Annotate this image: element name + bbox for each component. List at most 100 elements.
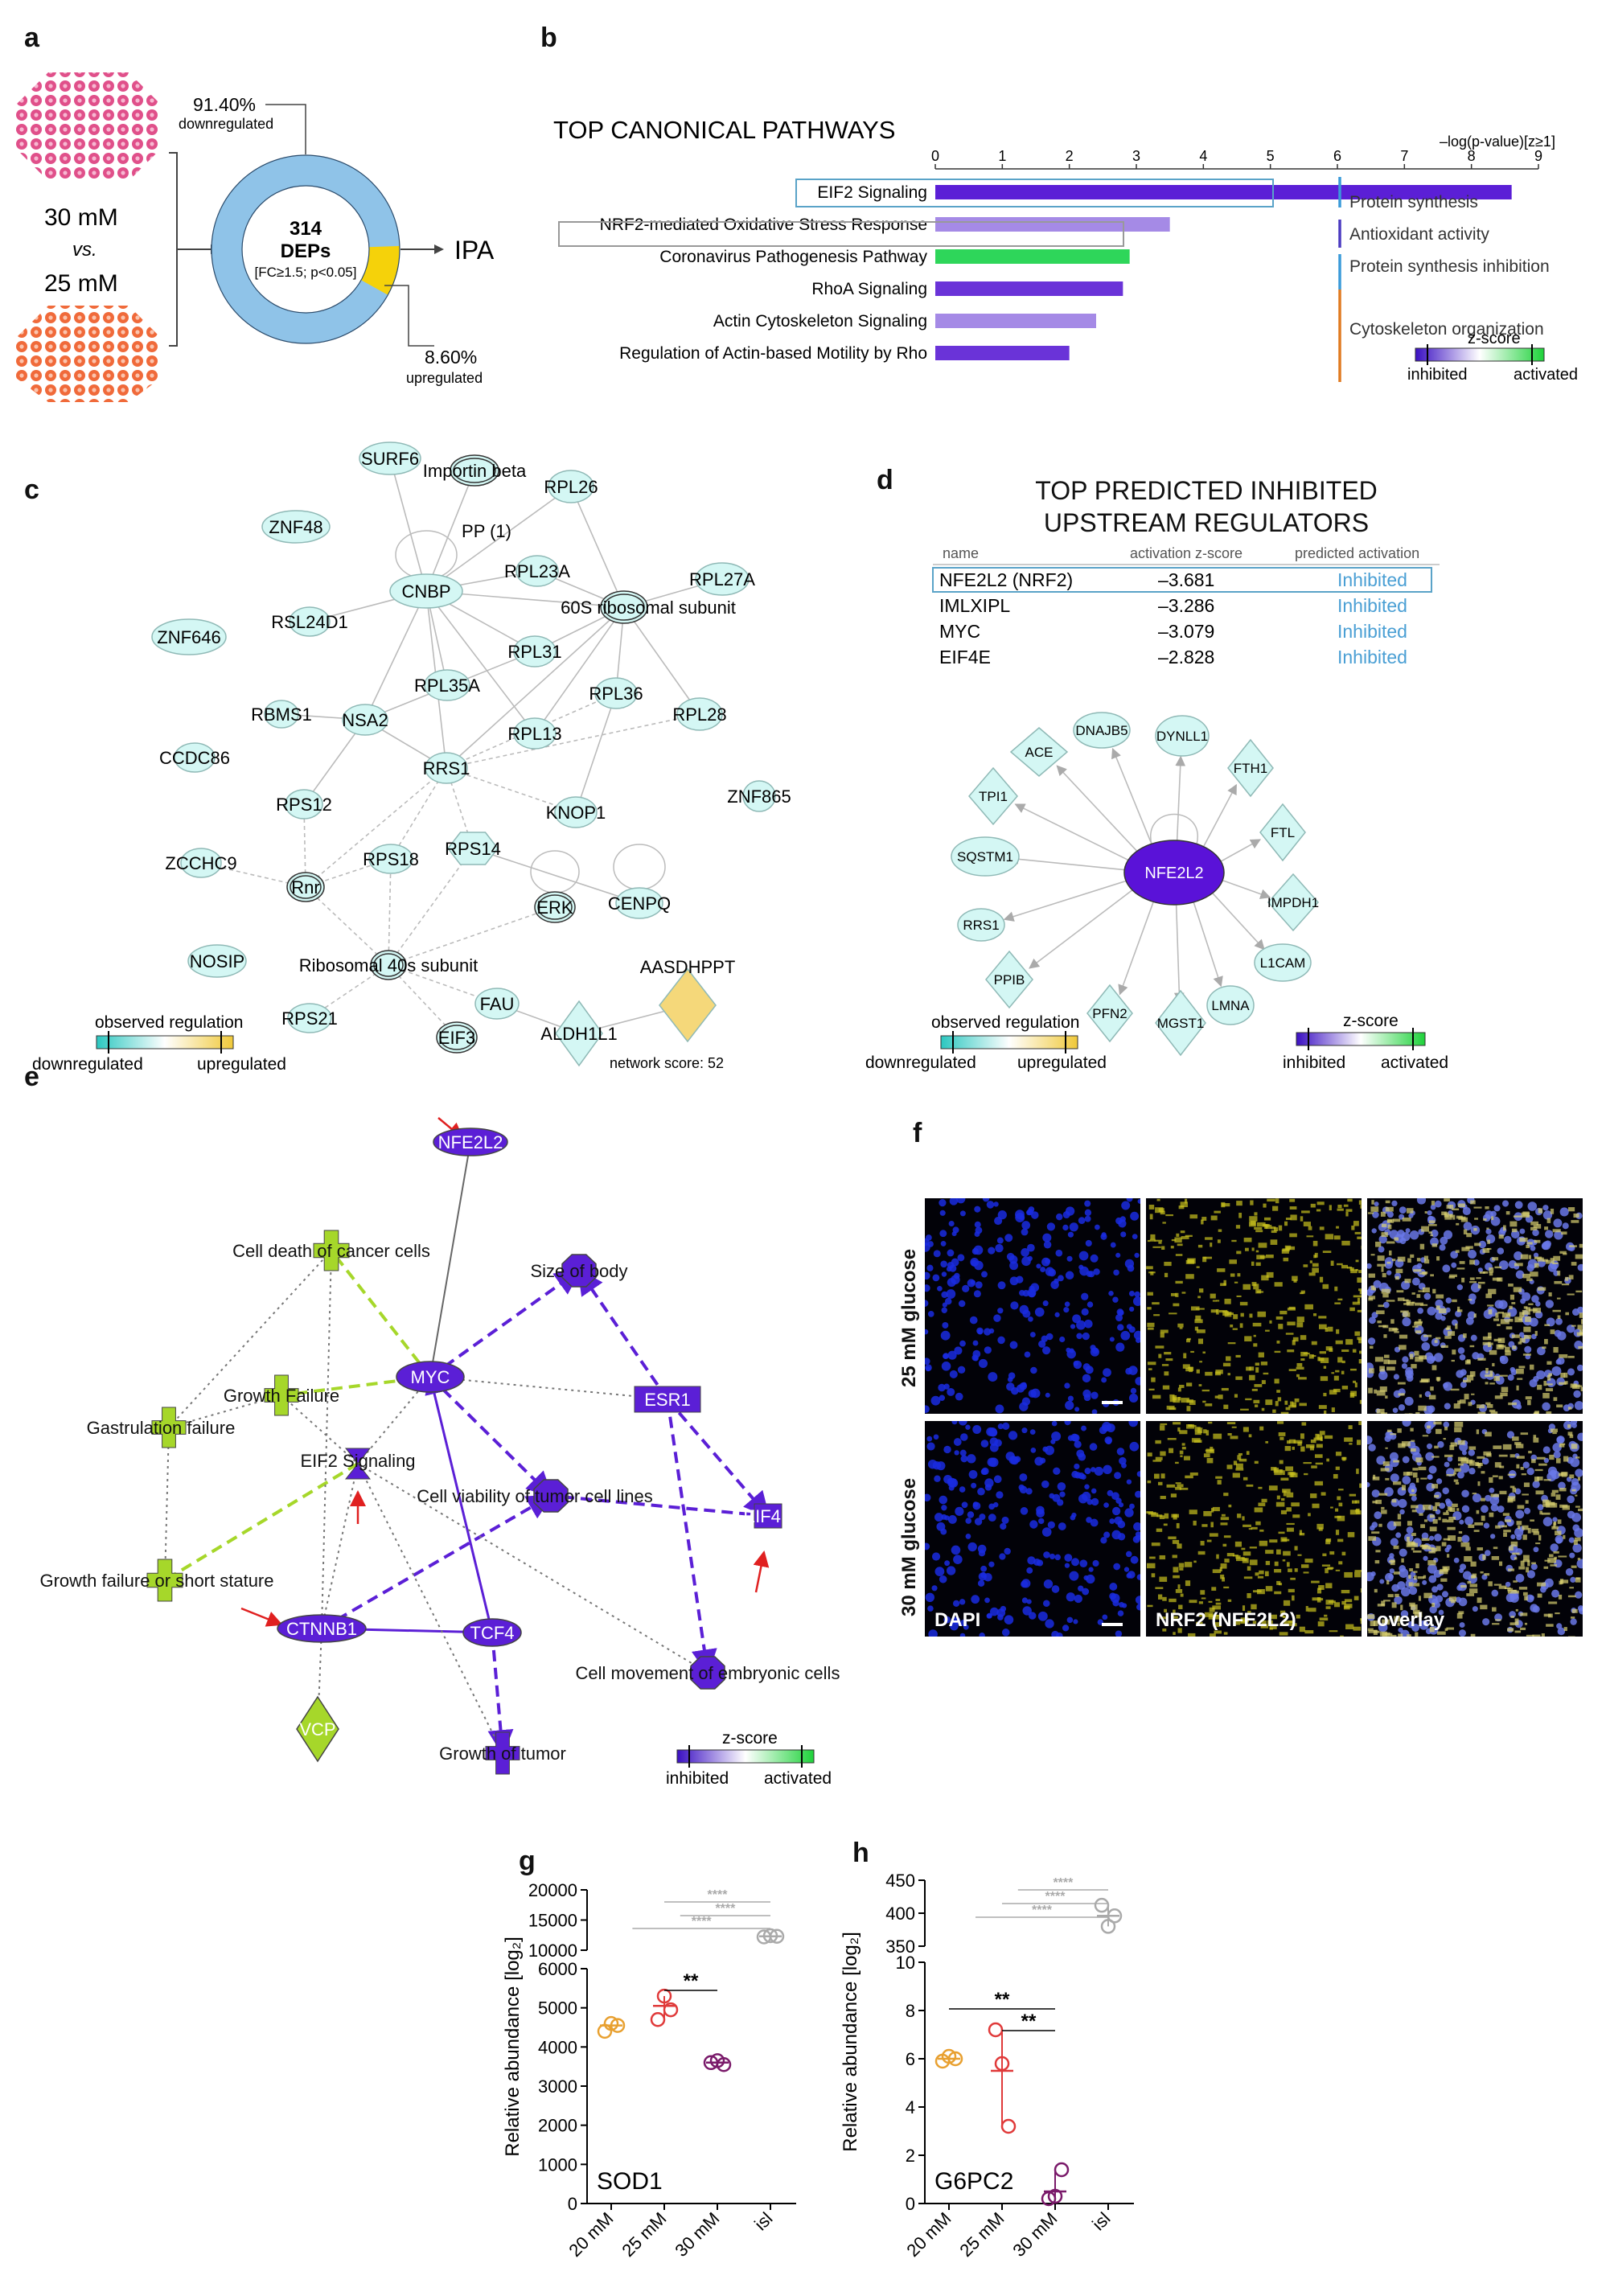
node-label: DYNLL1: [1156, 729, 1208, 744]
donut-upregulated: [212, 155, 400, 343]
donut-center-number: 314: [290, 218, 322, 240]
node-label: 60S ribosomal subunit: [561, 598, 736, 618]
panel-g-chart: 1000015000200000100020003000400050006000…: [502, 1880, 796, 2261]
node-label: NOSIP: [190, 951, 244, 971]
e-network-node: Growth Failure: [224, 1374, 339, 1416]
network-node: RPL13: [507, 717, 562, 750]
y-tick-label: 10000: [528, 1941, 577, 1961]
e-network-node: Gastrulation failure: [87, 1407, 236, 1448]
x-tick-label: isl: [750, 2208, 776, 2234]
target-node: PFN2: [1086, 984, 1133, 1043]
node-label: CENPQ: [608, 893, 671, 914]
node-label: SURF6: [361, 449, 419, 469]
e-network-node: ESR1: [634, 1386, 701, 1413]
y-tick-label: 1000: [538, 2154, 577, 2175]
y-tick-label: 10: [896, 1953, 915, 1973]
group-label: Protein synthesis inhibition: [1349, 257, 1550, 276]
regulator-zscore: –3.286: [1158, 595, 1214, 616]
network-edge: [1056, 765, 1138, 852]
node-label: RPS14: [445, 839, 501, 859]
y-tick-label: 5000: [538, 1998, 577, 2019]
network-node: RSL24D1: [271, 606, 348, 637]
regulator-zscore: –3.681: [1158, 569, 1214, 590]
y-tick-label: 350: [885, 1937, 915, 1957]
network-node: AASDHPPT: [640, 957, 735, 1043]
node-label: FTH1: [1234, 761, 1268, 776]
target-node: ACE: [1009, 727, 1069, 777]
panel-label-d: d: [877, 465, 893, 495]
x-tick-label: 30 mM: [671, 2208, 723, 2261]
e-network-node: MYC: [396, 1361, 465, 1393]
node-label: ZCCHC9: [165, 853, 236, 873]
network-edge: [550, 1494, 769, 1518]
node-label: L1CAM: [1260, 955, 1306, 971]
data-point: [650, 2012, 666, 2027]
network-node: CNBP: [389, 573, 463, 609]
protein-label: SOD1: [597, 2168, 663, 2195]
network-edge: [164, 1427, 170, 1581]
network-edge: [573, 692, 617, 814]
regulator-name: MYC: [939, 621, 980, 642]
node-label: TCF4: [470, 1623, 515, 1643]
down-percent: 91.40%: [193, 94, 256, 115]
network-edge: [1003, 880, 1127, 922]
micro-overlay-25: [1367, 1198, 1583, 1414]
network-node: RPL31: [507, 635, 562, 667]
y-tick-label: 450: [885, 1871, 915, 1891]
regulator-name: IMLXIPL: [939, 595, 1010, 616]
d-zscore-bar: [1296, 1032, 1426, 1046]
network-edge: [569, 485, 625, 608]
y-tick-label: 2: [906, 2146, 915, 2166]
network-node: CCDC86: [159, 742, 230, 773]
network-node: NOSIP: [187, 944, 247, 978]
sig-stars: **: [995, 1989, 1010, 2011]
micro-nrf2-25: [1146, 1198, 1362, 1414]
data-point: [769, 1928, 785, 1944]
network-edge: [388, 905, 557, 966]
panel-label-e: e: [24, 1062, 39, 1092]
network-edge: [1118, 902, 1154, 996]
cell-cluster-30mm: [16, 72, 161, 181]
network-score: network score: 52: [610, 1055, 724, 1071]
network-node: ZNF865: [727, 780, 791, 812]
y-tick-label: 0: [906, 2194, 915, 2214]
b-tick-label: 0: [931, 148, 939, 164]
e-network-node: Cell movement of embryonic cells: [576, 1656, 840, 1690]
node-label: Gastrulation failure: [87, 1418, 236, 1438]
e-network-node: VCP: [296, 1695, 339, 1763]
node-label: ZNF48: [269, 517, 322, 537]
c-legend-right: upregulated: [197, 1055, 286, 1074]
e-network-node: Growth of tumor: [439, 1731, 566, 1775]
micro-dapi-25: [925, 1198, 1140, 1414]
node-label: EIF2 Signaling: [300, 1451, 415, 1471]
network-node: RPS18: [363, 844, 419, 874]
node-label: CCDC86: [159, 748, 230, 768]
node-label: MYC: [411, 1367, 450, 1387]
network-node: FAU: [474, 988, 520, 1020]
data-point: [603, 2015, 619, 2031]
b-tick-label: 8: [1468, 148, 1476, 164]
regulator-name: NFE2L2 (NRF2): [939, 569, 1073, 590]
data-point: [1107, 1908, 1123, 1924]
network-edge: [1014, 803, 1129, 861]
node-label: Cell movement of embryonic cells: [576, 1663, 840, 1683]
network-node: RRS1: [423, 752, 470, 784]
y-tick-label: 6000: [538, 1959, 577, 1979]
target-node: TPI1: [968, 766, 1018, 826]
network-edge: [472, 848, 641, 906]
pathway-bar: [935, 346, 1070, 360]
table-header-name: name: [943, 545, 979, 561]
node-label: ALDH1L1: [540, 1024, 617, 1044]
network-node: RPL36: [589, 677, 643, 709]
network-edge: [1111, 747, 1152, 844]
network-node: RBMS1: [251, 700, 312, 729]
y-axis-label: Relative abundance [log₂]: [502, 1937, 524, 2157]
b-tick-label: 7: [1400, 148, 1408, 164]
data-point: [1100, 1919, 1116, 1934]
node-label: PFN2: [1092, 1006, 1127, 1021]
network-node: ALDH1L1: [540, 1000, 618, 1067]
network-edge: [1008, 853, 1125, 871]
c-legend-bar: [96, 1035, 234, 1049]
